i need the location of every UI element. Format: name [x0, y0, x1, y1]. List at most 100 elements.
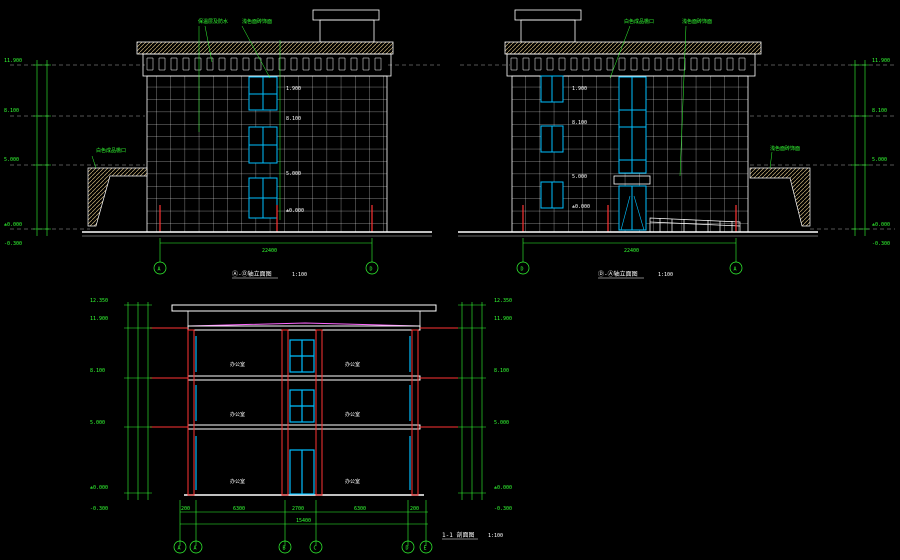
section-1-1: 办公室 办公室 办公室 办公室 办公室 办公室 12.350 11.900 8.…	[90, 298, 512, 554]
room-1f-right: 办公室	[345, 478, 360, 485]
callout-tile: 浅色面砖饰面	[242, 18, 272, 25]
overall-span-dim: 22400	[262, 248, 277, 254]
svg-text:11.900: 11.900	[90, 316, 108, 322]
svg-text:±0.000: ±0.000	[572, 204, 590, 210]
svg-text:6300: 6300	[354, 506, 366, 512]
svg-text:11.900: 11.900	[872, 58, 890, 64]
stair-tower	[520, 19, 576, 43]
svg-text:D: D	[521, 267, 524, 273]
drawing-scale: 1:100	[658, 272, 673, 278]
section-glazing	[195, 336, 411, 495]
section-dims-left	[124, 302, 152, 500]
roof-finish	[189, 322, 419, 327]
level-2f: 5.000	[4, 157, 19, 163]
drawing-title: Ⓐ-Ⓓ轴立面图	[232, 270, 272, 278]
callout-tile-side: 浅色面砖饰面	[770, 145, 800, 152]
section-axis-bubbles: A A B C D E	[173, 540, 433, 554]
level-3f: 8.100	[4, 108, 19, 114]
floor-slabs	[184, 325, 424, 496]
room-2f-left: 办公室	[230, 411, 245, 418]
room-3f-right: 办公室	[345, 361, 360, 368]
svg-text:C: C	[314, 546, 317, 552]
svg-text:8.100: 8.100	[572, 120, 587, 126]
ramp-railing	[649, 217, 741, 232]
level-labels: 11.900 8.100 5.000 ±0.000 -0.300 1.900 8…	[572, 58, 890, 247]
axis-bubble-a: A	[729, 261, 743, 275]
base-columns	[159, 205, 373, 232]
section-dims-bottom	[179, 500, 428, 546]
axis-bubble-d: D	[365, 261, 379, 275]
callout-leaders	[91, 25, 281, 220]
svg-text:8.100: 8.100	[90, 368, 105, 374]
level-grade: -0.300	[4, 241, 22, 247]
window-level-1: 1.900	[286, 86, 301, 92]
svg-text:1.900: 1.900	[572, 86, 587, 92]
columns	[187, 329, 419, 496]
side-windows	[540, 75, 564, 209]
roof-parapet	[504, 41, 762, 55]
svg-text:5.000: 5.000	[872, 157, 887, 163]
svg-text:5.000: 5.000	[90, 420, 105, 426]
svg-text:12.350: 12.350	[90, 298, 108, 304]
level-marks	[150, 327, 458, 428]
svg-text:200: 200	[410, 506, 419, 512]
svg-text:A: A	[178, 546, 181, 552]
level-labels: 11.900 8.100 5.000 ±0.000 -0.300 1.900 8…	[4, 58, 304, 247]
svg-text:D: D	[370, 267, 373, 273]
svg-text:A: A	[158, 267, 161, 273]
window-level-3: 5.000	[286, 171, 301, 177]
svg-text:11.900: 11.900	[494, 316, 512, 322]
entrance-canopy	[613, 175, 651, 185]
axis-bubble-d: D	[516, 261, 530, 275]
svg-text:±0.000: ±0.000	[494, 485, 512, 491]
svg-text:6300: 6300	[233, 506, 245, 512]
axis-bubble-a: A	[153, 261, 167, 275]
callout-leaders	[609, 25, 773, 177]
section-levels-left: 12.350 11.900 8.100 5.000 ±0.000 -0.300	[90, 298, 108, 512]
section-dim-texts: 200 6300 2700 6300 200 15400	[181, 506, 419, 524]
stair-glazing	[248, 76, 278, 219]
svg-text:±0.000: ±0.000	[90, 485, 108, 491]
room-1f-left: 办公室	[230, 478, 245, 485]
svg-text:200: 200	[181, 506, 190, 512]
svg-text:15400: 15400	[296, 518, 311, 524]
section-dims-right	[458, 302, 486, 500]
level-dimension-chain	[522, 60, 869, 262]
callout-cornice: 白色成品檐口	[624, 18, 654, 25]
callouts: 保温层及防水 浅色面砖饰面 白色成品檐口	[96, 18, 272, 154]
stair-tower	[319, 19, 375, 43]
callout-insulation: 保温层及防水	[198, 18, 228, 25]
svg-text:D: D	[406, 546, 409, 552]
overall-span-dim: 22400	[624, 248, 639, 254]
roof-parapet	[136, 41, 394, 55]
drawing-scale: 1:100	[292, 272, 307, 278]
stair-tower-cap	[312, 9, 380, 21]
svg-text:8.100: 8.100	[494, 368, 509, 374]
svg-text:-0.300: -0.300	[494, 506, 512, 512]
svg-text:A: A	[734, 267, 737, 273]
entrance-canopy-side	[749, 167, 811, 227]
room-3f-left: 办公室	[230, 361, 245, 368]
svg-text:5.000: 5.000	[572, 174, 587, 180]
level-roof: 11.900	[4, 58, 22, 64]
level-dimension-chain	[33, 60, 373, 262]
cornice-brackets	[510, 57, 746, 71]
elevation-a-d: 保温层及防水 浅色面砖饰面 白色成品檐口 11.900 8.100 5.000 …	[4, 9, 440, 279]
svg-text:5.000: 5.000	[494, 420, 509, 426]
callout-cornice: 白色成品檐口	[96, 147, 126, 154]
entrance-canopy	[87, 167, 148, 227]
stair-glazing	[618, 76, 647, 231]
svg-text:-0.300: -0.300	[872, 241, 890, 247]
section-scale: 1:100	[488, 533, 503, 539]
window-level-2: 8.100	[286, 116, 301, 122]
section-levels-right: 12.350 11.900 8.100 5.000 ±0.000 -0.300	[494, 298, 512, 512]
room-labels: 办公室 办公室 办公室 办公室 办公室 办公室	[230, 361, 360, 485]
level-lines	[460, 64, 895, 230]
base-columns	[522, 205, 737, 232]
drawing-title: Ⓓ-Ⓐ轴立面图	[598, 270, 638, 278]
elevation-d-a: 白色成品檐口 浅色面砖饰面 浅色面砖饰面 11.900 8.100 5.000 …	[458, 9, 895, 279]
svg-text:±0.000: ±0.000	[872, 222, 890, 228]
svg-text:2700: 2700	[292, 506, 304, 512]
window-level-4: ±0.000	[286, 208, 304, 214]
